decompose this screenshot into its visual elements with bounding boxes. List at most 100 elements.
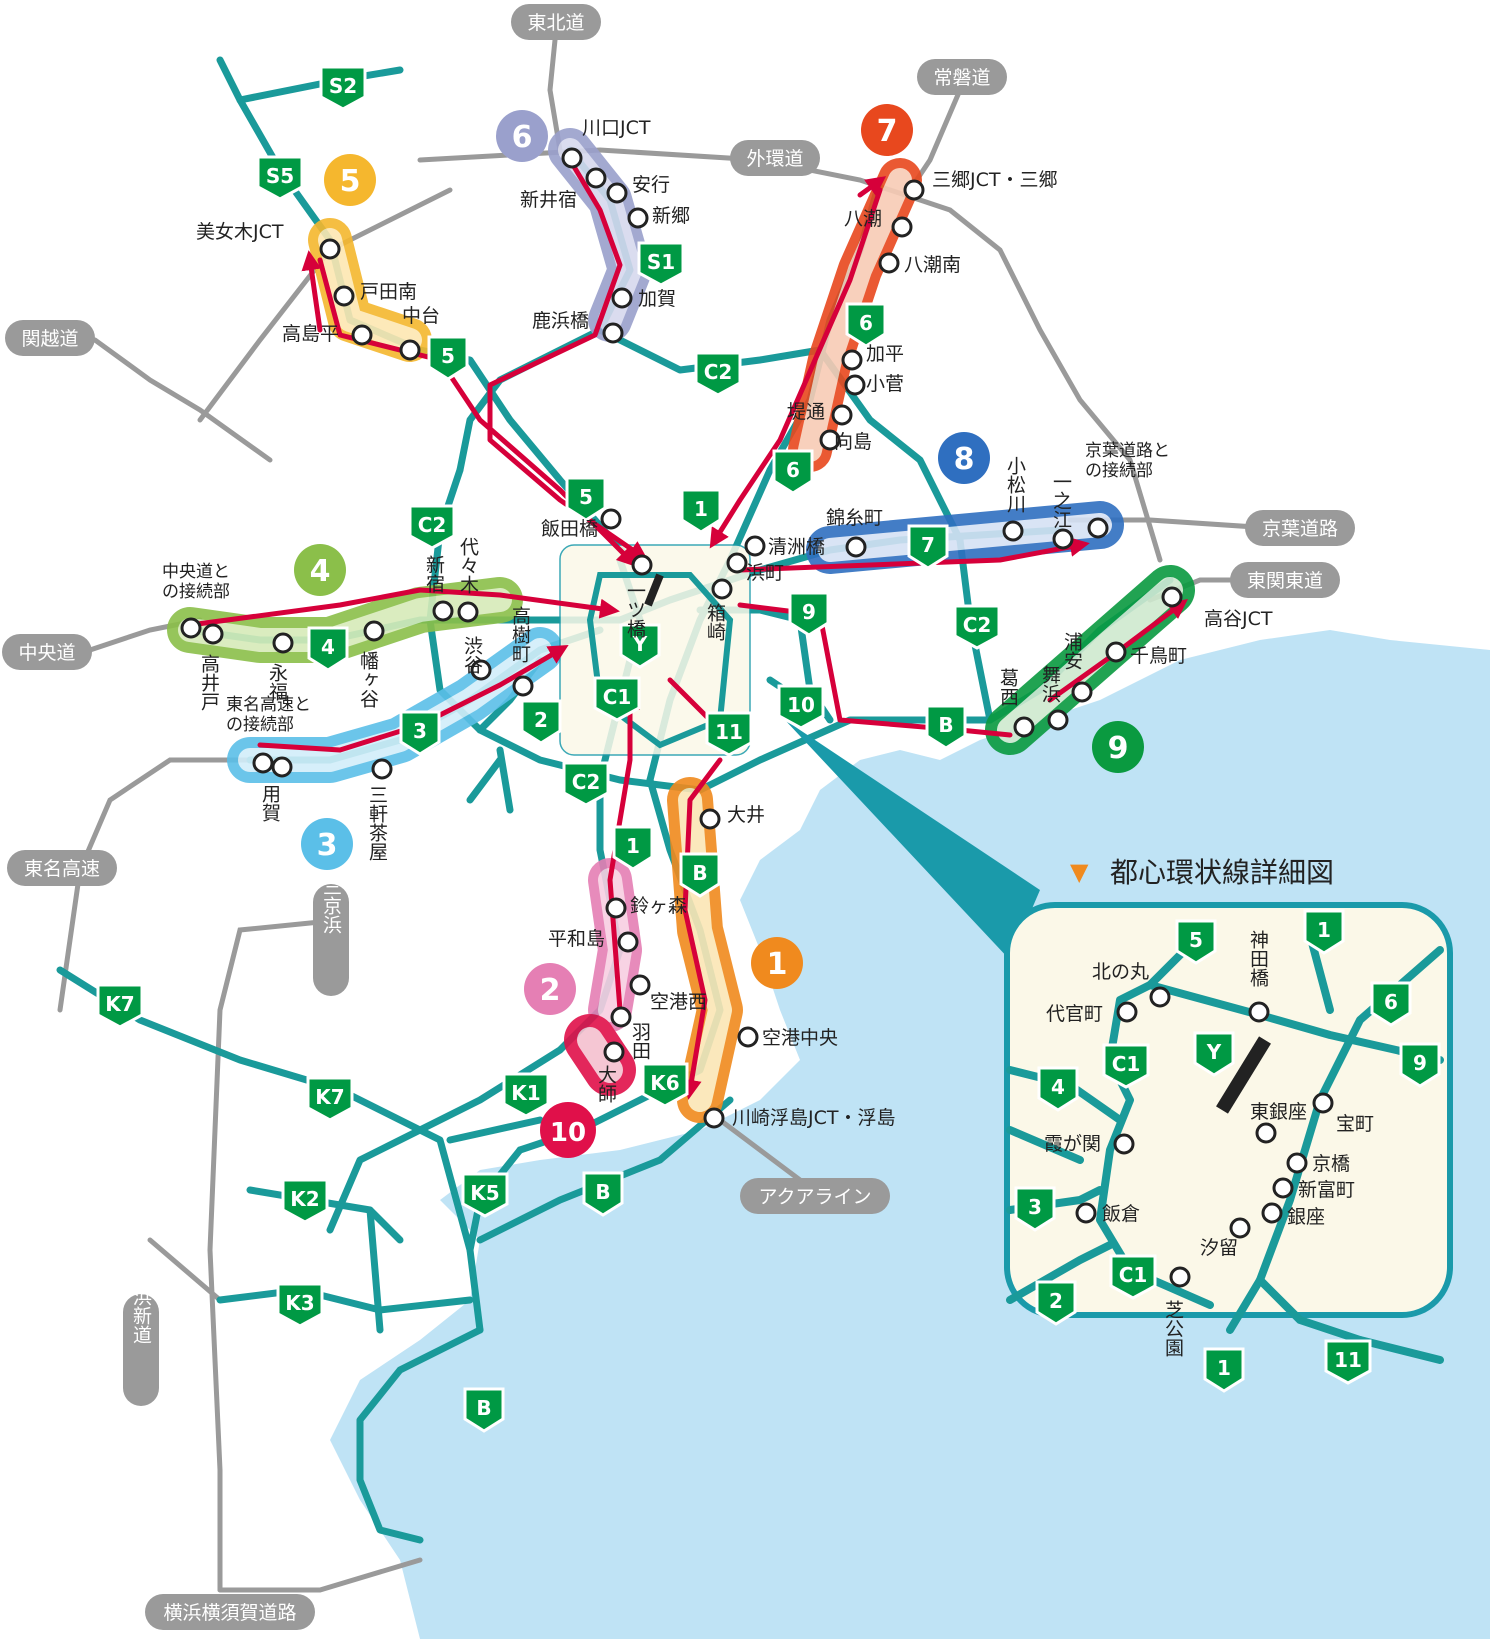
station-iidabashi: 飯田橋 <box>541 508 622 540</box>
route-shield-c1: C1 <box>1102 1043 1150 1089</box>
route-shield-b: B <box>582 1171 624 1217</box>
route-shield-6: 6 <box>772 449 814 495</box>
svg-text:新富町: 新富町 <box>1298 1179 1355 1201</box>
svg-text:7: 7 <box>921 533 935 557</box>
station-sangenjaya: 三軒茶屋 <box>366 758 393 861</box>
station-kyobashi: 京橋 <box>1286 1152 1350 1175</box>
svg-text:八潮南: 八潮南 <box>904 254 961 276</box>
svg-text:安行: 安行 <box>632 174 670 196</box>
station-urayasu: 浦安 <box>1061 632 1093 703</box>
route-shield-s2: S2 <box>319 65 367 111</box>
svg-text:神田橋: 神田橋 <box>1247 930 1269 988</box>
svg-text:錦糸町: 錦糸町 <box>826 507 883 529</box>
station-bijogi: 美女木JCT <box>196 221 341 260</box>
svg-text:東北道: 東北道 <box>527 12 584 34</box>
svg-text:3: 3 <box>413 719 427 743</box>
svg-text:加平: 加平 <box>866 343 904 365</box>
ring-route <box>586 572 734 749</box>
svg-text:C2: C2 <box>963 613 992 637</box>
station-chidoricho: 千鳥町 <box>1105 641 1187 667</box>
svg-text:用賀: 用賀 <box>259 784 281 822</box>
station-iikura: 飯倉 <box>1075 1202 1140 1225</box>
svg-text:5: 5 <box>1189 928 1203 952</box>
station-hamacho: 浜町 <box>726 552 784 584</box>
svg-text:三軒茶屋: 三軒茶屋 <box>366 785 388 861</box>
svg-text:汐留: 汐留 <box>1200 1237 1238 1259</box>
svg-text:1: 1 <box>1217 1356 1231 1380</box>
svg-text:4: 4 <box>321 635 335 659</box>
station-shinjuku: 新宿 <box>423 555 454 622</box>
section-number-10: 10 <box>540 1102 596 1158</box>
svg-text:空港西: 空港西 <box>650 991 707 1013</box>
station-kinshicho: 錦糸町 <box>826 507 883 558</box>
expressway-label-chuo: 中央道 <box>2 634 92 670</box>
svg-text:K1: K1 <box>511 1081 540 1105</box>
svg-text:C2: C2 <box>572 770 601 794</box>
svg-text:常磐道: 常磐道 <box>933 67 990 89</box>
route-shield-6: 6 <box>845 302 887 348</box>
svg-text:4: 4 <box>310 554 331 589</box>
svg-text:中台: 中台 <box>402 305 440 327</box>
svg-text:東関東道: 東関東道 <box>1247 570 1323 592</box>
svg-text:1: 1 <box>626 834 640 858</box>
closed-segment <box>644 573 664 607</box>
station-heiwajima: 平和島 <box>548 928 639 953</box>
svg-text:4: 4 <box>1051 1075 1065 1099</box>
expressway-label-tohoku: 東北道 <box>511 4 601 40</box>
station-ichinoe: 一之江 <box>1050 472 1074 550</box>
route-shield-c2: C2 <box>694 351 742 397</box>
station-nakadai: 中台 <box>399 305 440 361</box>
station-komatsugawa: 小松川 <box>1002 456 1026 542</box>
svg-text:関越道: 関越道 <box>21 328 78 350</box>
route-shield-k2: K2 <box>281 1178 329 1224</box>
svg-text:第三京浜: 第三京浜 <box>320 858 342 934</box>
route-shield-3: 3 <box>399 710 441 756</box>
route-shield-y: Y <box>619 623 661 669</box>
svg-text:6: 6 <box>786 458 800 482</box>
svg-text:横浜横須賀道路: 横浜横須賀道路 <box>163 1602 296 1624</box>
svg-text:S1: S1 <box>647 250 675 274</box>
svg-text:川崎浮島JCT・浮島: 川崎浮島JCT・浮島 <box>732 1107 895 1129</box>
svg-text:渋谷: 渋谷 <box>461 636 483 674</box>
svg-text:小松川: 小松川 <box>1004 456 1026 513</box>
inset-marker: ▼ <box>1070 858 1089 886</box>
svg-text:新井宿: 新井宿 <box>520 189 577 211</box>
svg-text:11: 11 <box>715 720 743 744</box>
expressway-label-tomei: 東名高速 <box>7 850 117 886</box>
section-number-8: 8 <box>938 432 990 484</box>
route-shield-6: 6 <box>1370 981 1412 1027</box>
route-shield-k7: K7 <box>306 1076 354 1122</box>
svg-text:9: 9 <box>1108 731 1129 766</box>
svg-text:5: 5 <box>579 485 593 509</box>
station-yoyogi: 代々木 <box>457 537 479 623</box>
expressway-label-yokoshin: 横浜新道 <box>123 1268 159 1406</box>
svg-text:の接続部: の接続部 <box>162 582 230 602</box>
route-shield-1: 1 <box>1203 1347 1245 1393</box>
station-hakozaki: 箱崎 <box>704 578 733 641</box>
svg-text:銀座: 銀座 <box>1287 1206 1325 1228</box>
svg-text:京橋: 京橋 <box>1312 1153 1350 1175</box>
svg-text:高谷JCT: 高谷JCT <box>1204 608 1273 630</box>
svg-text:北の丸: 北の丸 <box>1092 961 1149 983</box>
station-kaga: 加賀 <box>611 287 676 310</box>
expressway-label-keiyo: 京葉道路 <box>1245 510 1355 546</box>
svg-text:高井戸: 高井戸 <box>198 654 220 711</box>
route-shield-5: 5 <box>427 335 469 381</box>
expressway-label-aqua: アクアライン <box>740 1178 890 1214</box>
station-daishi: 大師 <box>595 1041 625 1103</box>
station-yoga: 用賀 <box>259 756 293 822</box>
expressway-label-tokan: 東関東道 <box>1230 562 1340 598</box>
svg-text:東名高速と: 東名高速と <box>226 695 311 715</box>
station-takaracho: 宝町 <box>1312 1092 1374 1135</box>
route-shield-11: 11 <box>1324 1339 1372 1385</box>
expressway-label-yokoyoko: 横浜横須賀道路 <box>145 1594 315 1630</box>
svg-text:B: B <box>476 1396 491 1420</box>
svg-text:大師: 大師 <box>595 1065 617 1103</box>
svg-text:10: 10 <box>787 693 815 717</box>
svg-text:新宿: 新宿 <box>423 555 445 593</box>
inset-closed-segment <box>1216 1036 1271 1114</box>
connector-roads <box>57 37 1303 1593</box>
